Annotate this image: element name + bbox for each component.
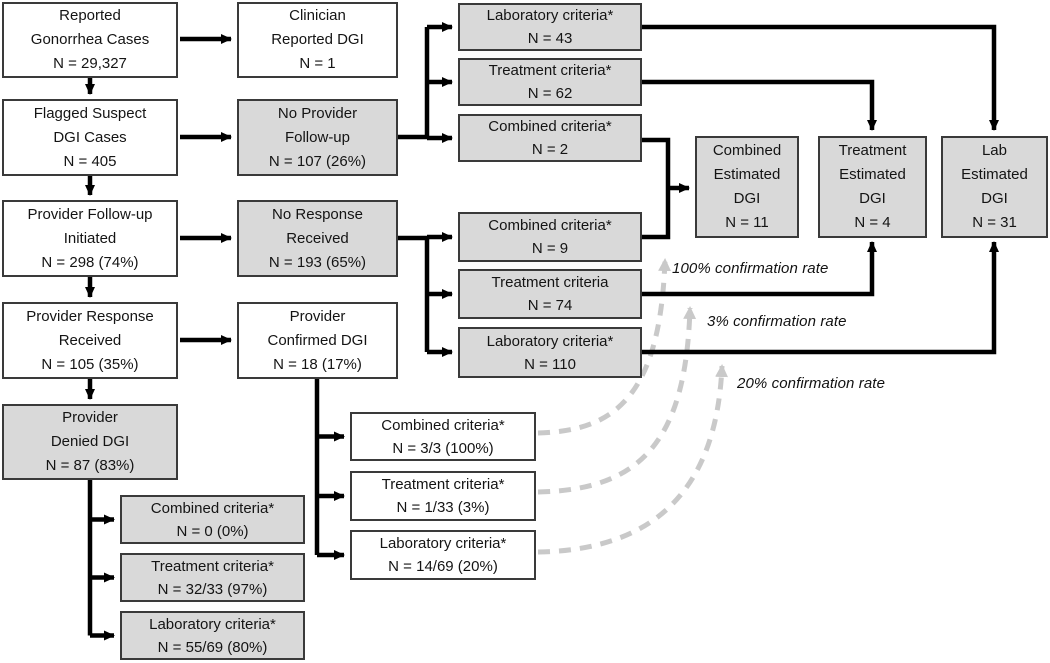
box-title: Provider Response Received: [26, 307, 154, 349]
box-title: Treatment criteria*: [488, 62, 612, 79]
box-n-value: N = 32/33 (97%): [157, 580, 268, 598]
dashed-arrow-combined-rate: [537, 258, 672, 436]
box-denied-treatment-criteria: Treatment criteria* N = 32/33 (97%): [120, 553, 305, 602]
box-provider-response-received: Provider Response Received N = 105 (35%): [2, 302, 178, 379]
box-title: No Provider Follow-up: [277, 104, 358, 146]
arrow-nr-laboratory-to-lab-estimated: [642, 241, 999, 355]
box-title: Laboratory criteria*: [149, 615, 276, 633]
box-nf-combined-criteria: Combined criteria* N = 2: [458, 114, 642, 162]
box-n-value: N = 107 (26%): [268, 152, 367, 170]
box-provider-denied-dgi: Provider Denied DGI N = 87 (83%): [2, 404, 178, 480]
box-title: Treatment Estimated DGI: [838, 142, 907, 207]
box-title: Laboratory criteria*: [379, 535, 507, 552]
box-confirmed-laboratory-criteria: Laboratory criteria* N = 14/69 (20%): [350, 530, 536, 580]
box-n-value: N = 1: [299, 55, 336, 72]
box-n-value: N = 11: [725, 214, 769, 231]
box-title: No Response Received: [272, 205, 363, 247]
box-n-value: N = 3/3 (100%): [392, 439, 494, 457]
arrow-nf-treatment-to-treatment-estimated: [642, 79, 877, 131]
box-no-response-received: No Response Received N = 193 (65%): [237, 200, 398, 277]
box-reported-gonorrhea-cases: Reported Gonorrhea Cases N = 29,327: [2, 2, 178, 78]
box-confirmed-treatment-criteria: Treatment criteria* N = 1/33 (3%): [350, 471, 536, 521]
box-title: Provider Follow-up Initiated: [27, 205, 153, 247]
box-no-provider-followup: No Provider Follow-up N = 107 (26%): [237, 99, 398, 176]
box-n-value: N = 4: [854, 214, 891, 231]
box-nf-treatment-criteria: Treatment criteria* N = 62: [458, 58, 642, 106]
box-title: Reported Gonorrhea Cases: [30, 7, 150, 48]
label-100-percent-confirmation-rate: 100% confirmation rate: [672, 260, 829, 277]
box-nf-laboratory-criteria: Laboratory criteria* N = 43: [458, 3, 642, 51]
wire-combined-junction: [642, 137, 671, 240]
arrow-nf-laboratory-to-lab-estimated: [642, 24, 999, 131]
box-n-value: N = 105 (35%): [41, 355, 139, 373]
box-n-value: N = 2: [531, 141, 569, 158]
box-confirmed-combined-criteria: Combined criteria* N = 3/3 (100%): [350, 412, 536, 461]
box-n-value: N = 31: [972, 214, 1017, 231]
box-provider-confirmed-dgi: Provider Confirmed DGI N = 18 (17%): [237, 302, 398, 379]
box-n-value: N = 110: [524, 355, 576, 373]
dashed-arrow-laboratory-rate: [537, 364, 729, 555]
box-nr-laboratory-criteria: Laboratory criteria* N = 110: [458, 327, 642, 378]
box-title: Flagged Suspect DGI Cases: [33, 104, 147, 146]
box-nr-treatment-criteria: Treatment criteria N = 74: [458, 269, 642, 319]
box-n-value: N = 87 (83%): [45, 457, 135, 474]
label-3-percent-confirmation-rate: 3% confirmation rate: [707, 313, 847, 330]
box-provider-followup-initiated: Provider Follow-up Initiated N = 298 (74…: [2, 200, 178, 277]
box-lab-estimated-dgi: Lab Estimated DGI N = 31: [941, 136, 1048, 238]
box-n-value: N = 405: [63, 152, 117, 170]
box-n-value: N = 62: [527, 85, 573, 102]
box-title: Treatment criteria*: [381, 476, 505, 493]
box-title: Lab Estimated DGI: [961, 142, 1028, 207]
box-denied-combined-criteria: Combined criteria* N = 0 (0%): [120, 495, 305, 544]
box-n-value: N = 1/33 (3%): [396, 499, 490, 516]
box-title: Clinician Reported DGI: [271, 7, 364, 48]
box-n-value: N = 0 (0%): [176, 522, 249, 540]
box-combined-estimated-dgi: Combined Estimated DGI N = 11: [695, 136, 799, 238]
box-title: Combined criteria*: [488, 118, 612, 135]
box-title: Combined criteria*: [150, 499, 275, 517]
box-title: Provider Confirmed DGI: [267, 307, 368, 349]
box-n-value: N = 18 (17%): [273, 355, 362, 373]
box-nr-combined-criteria: Combined criteria* N = 9: [458, 212, 642, 262]
box-title: Combined criteria*: [488, 217, 612, 234]
box-clinician-reported-dgi: Clinician Reported DGI N = 1: [237, 2, 398, 78]
box-n-value: N = 298 (74%): [41, 253, 139, 271]
box-denied-laboratory-criteria: Laboratory criteria* N = 55/69 (80%): [120, 611, 305, 660]
label-20-percent-confirmation-rate: 20% confirmation rate: [737, 375, 886, 392]
box-n-value: N = 9: [531, 240, 569, 257]
box-n-value: N = 74: [527, 297, 573, 314]
box-n-value: N = 193 (65%): [268, 253, 367, 271]
box-title: Combined criteria*: [381, 416, 505, 434]
box-n-value: N = 43: [527, 30, 573, 47]
box-title: Provider Denied DGI: [50, 409, 130, 450]
box-title: Treatment criteria: [491, 274, 609, 291]
box-treatment-estimated-dgi: Treatment Estimated DGI N = 4: [818, 136, 927, 238]
box-n-value: N = 29,327: [53, 55, 127, 72]
box-title: Laboratory criteria*: [486, 7, 614, 24]
arrow-nr-treatment-to-treatment-estimated: [642, 241, 877, 297]
box-title: Combined Estimated DGI: [712, 142, 782, 207]
box-title: Laboratory criteria*: [486, 332, 614, 350]
box-flagged-suspect-dgi-cases: Flagged Suspect DGI Cases N = 405: [2, 99, 178, 176]
box-n-value: N = 55/69 (80%): [157, 638, 268, 656]
box-n-value: N = 14/69 (20%): [388, 558, 498, 575]
box-title: Treatment criteria*: [151, 557, 274, 575]
